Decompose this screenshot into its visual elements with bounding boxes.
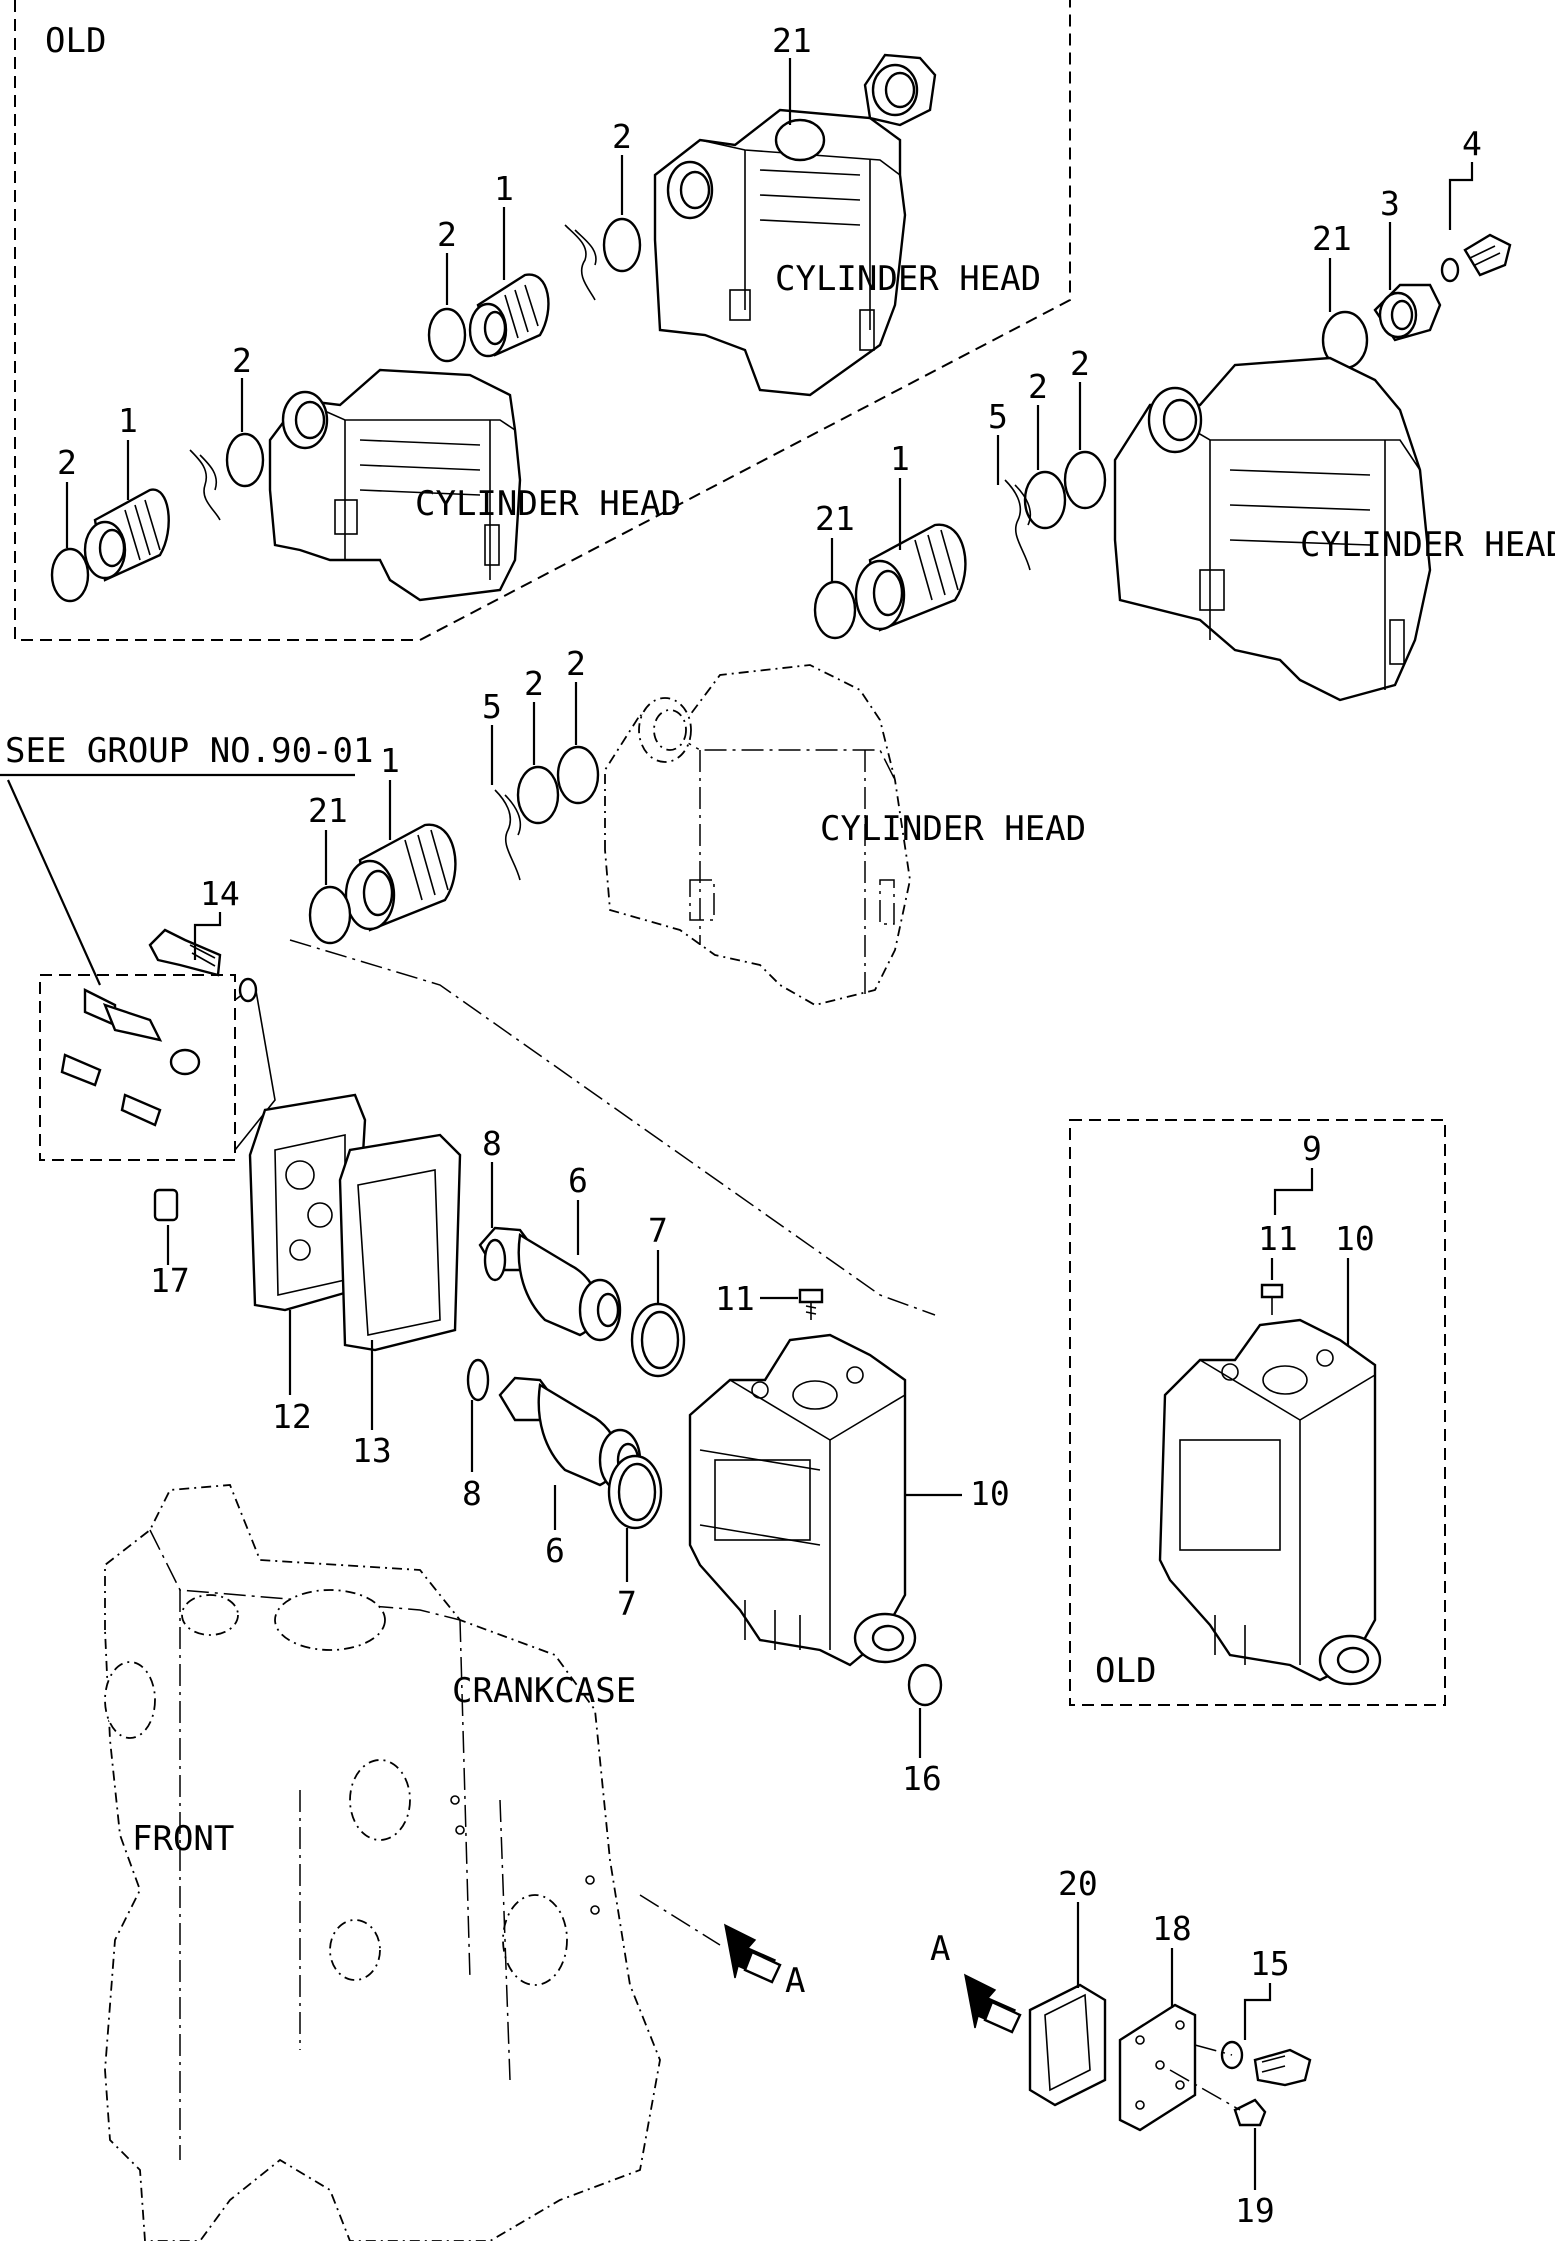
thermostat-housing-10-old [1158,1318,1382,1686]
crankcase [104,1484,661,2241]
callout-2-low-b: 2 [566,644,586,683]
cylinder-head-top-old [653,108,907,397]
cylinder-head-label-1: CYLINDER HEAD [775,259,1041,299]
callout-12: 12 [272,1397,312,1436]
callout-21-low: 21 [308,791,348,830]
callout-19: 19 [1235,2191,1275,2230]
callout-7-top: 7 [648,1211,668,1250]
callout-8-bot: 8 [462,1474,482,1513]
flange-3-bolt-4 [1321,233,1512,370]
old-region-frame-right [1069,1119,1446,1706]
cylinder-head-label-3: CYLINDER HEAD [1300,525,1555,565]
sensor-cluster [39,974,236,1161]
callout-9: 9 [1302,1129,1322,1168]
thermostat-6-upper [478,1226,686,1378]
cylinder-head-label-4: CYLINDER HEAD [820,809,1086,849]
sleeve-1-top [427,217,642,363]
callout-10-old: 10 [1335,1219,1375,1258]
callout-5-low: 5 [482,687,502,726]
callout-21-top: 21 [772,21,812,60]
callout-14: 14 [200,874,240,913]
view-arrow-a-right [963,1973,1022,2034]
flange-21-top [774,53,937,162]
screw-11-old [1260,1283,1284,1315]
callout-2-left-b: 2 [57,443,77,482]
sleeve-1-low [308,745,600,945]
callout-18: 18 [1152,1909,1192,1948]
gasket-20 [1028,1983,1107,2107]
callout-21-mid: 21 [815,499,855,538]
callout-6-bot: 6 [545,1531,565,1570]
callout-15: 15 [1250,1944,1290,1983]
callout-8-top: 8 [482,1124,502,1163]
callout-2-low-a: 2 [524,664,544,703]
view-a-label-left: A [785,1961,805,2001]
cylinder-head-center [604,664,911,1006]
callout-1-top: 1 [494,169,514,208]
sleeve-1-mid [813,450,1107,640]
cylinder-head-label-2: CYLINDER HEAD [415,484,681,524]
callout-1-mid: 1 [890,439,910,478]
gasket-13 [338,1133,462,1352]
crankcase-label: CRANKCASE [452,1671,636,1711]
old-region-frame [14,0,1071,641]
callout-13: 13 [352,1431,392,1470]
cover-18 [1118,2003,1197,2132]
cylinder-head-right [1113,356,1432,702]
screw-11 [798,1288,824,1320]
callout-5-mid: 5 [988,397,1008,436]
callout-6-top: 6 [568,1161,588,1200]
bolt-14 [148,928,258,1003]
callout-16: 16 [902,1759,942,1798]
callout-11: 11 [715,1279,755,1318]
old-label-right: OLD [1095,1651,1156,1691]
thermostat-6-lower [466,1358,663,1530]
view-a-label-right: A [930,1929,950,1969]
callout-21-right: 21 [1312,219,1352,258]
callout-2-top-a: 2 [612,117,632,156]
bolt-15 [1220,2040,1312,2087]
callout-10: 10 [970,1474,1010,1513]
cylinder-head-left-old [268,368,522,602]
callout-11-old: 11 [1258,1219,1298,1258]
view-arrow-a-left [723,1923,782,1984]
callout-1-left: 1 [118,401,138,440]
callout-3: 3 [1380,184,1400,223]
callout-2-mid-a: 2 [1028,367,1048,406]
thermostat-housing-10 [688,1333,917,1667]
callout-2-top-b: 2 [437,215,457,254]
see-group-label: SEE GROUP NO.90-01 [5,731,373,771]
plug-17 [153,1188,179,1222]
callout-20: 20 [1058,1864,1098,1903]
callout-4: 4 [1462,124,1482,163]
oring-16 [907,1663,943,1707]
callout-7-bot: 7 [617,1584,637,1623]
front-label: FRONT [132,1819,234,1859]
callout-17: 17 [150,1261,190,1300]
callout-1-low: 1 [380,741,400,780]
old-label-top: OLD [45,21,106,61]
plug-19 [1233,2098,1267,2127]
callout-2-left-a: 2 [232,341,252,380]
callout-2-mid-b: 2 [1070,344,1090,383]
sleeve-1-left [50,432,265,603]
cover-plate-12 [248,1093,367,1312]
